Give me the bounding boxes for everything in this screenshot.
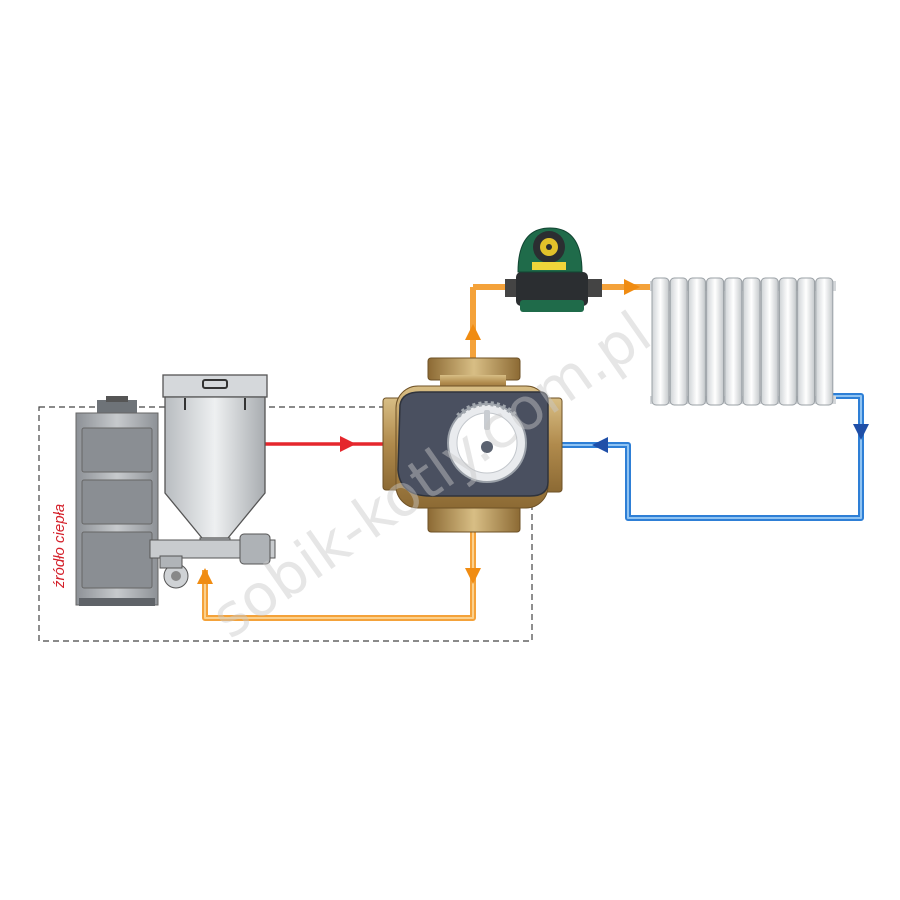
radiator-fin xyxy=(706,277,725,406)
pellet-hopper-icon xyxy=(149,374,276,589)
radiator-fin xyxy=(815,277,834,406)
heat-source-boundary xyxy=(38,406,533,642)
radiator-fin xyxy=(760,277,779,406)
valve-to-pump-pipe xyxy=(465,284,510,360)
radiator-fin xyxy=(778,277,797,406)
boiler-return-pipe xyxy=(197,532,481,621)
radiator-icon xyxy=(650,277,836,406)
watermark: sobik-kotly.com.pl xyxy=(199,298,663,651)
circulation-pump-icon xyxy=(505,227,602,312)
hot-supply-pipe xyxy=(265,436,392,452)
radiator-fin xyxy=(687,277,706,406)
radiator-fin xyxy=(742,277,761,406)
mixing-valve-icon xyxy=(382,357,563,533)
radiator-fin xyxy=(651,277,670,406)
radiator-fin xyxy=(724,277,743,406)
radiator-fin xyxy=(669,277,688,406)
pump-to-radiator-pipe xyxy=(598,279,655,295)
heat-source-label: źródło ciepła xyxy=(51,504,68,589)
radiator-return-pipe xyxy=(560,393,869,521)
boiler-icon xyxy=(75,396,159,606)
radiator-fin xyxy=(797,277,816,406)
